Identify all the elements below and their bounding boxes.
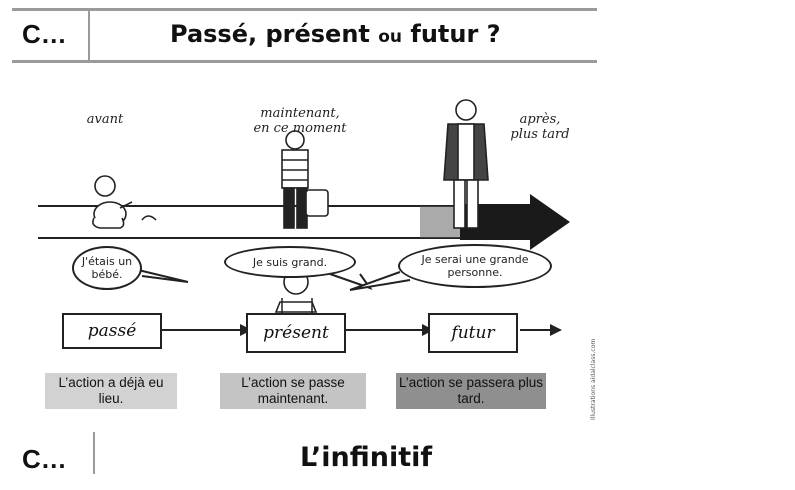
label-future-line1: après, bbox=[519, 112, 561, 127]
header-code: C… bbox=[22, 19, 67, 49]
timeline-box-future: futur bbox=[428, 313, 518, 353]
section-separator bbox=[93, 432, 95, 474]
label-past: avant bbox=[86, 112, 124, 127]
label-present-line2: en ce moment bbox=[253, 121, 347, 136]
label-present: maintenant, en ce moment bbox=[225, 106, 375, 136]
schoolboy-figure bbox=[281, 130, 329, 229]
baby-figure bbox=[92, 175, 157, 229]
label-future-line2: plus tard bbox=[510, 127, 570, 142]
timeline-box-past: passé bbox=[62, 313, 162, 349]
caption-present: L’action se passe maintenant. bbox=[220, 373, 366, 409]
section-title: L’infinitif bbox=[300, 442, 433, 473]
header-top-rule bbox=[12, 8, 597, 11]
title-part-1: Passé, présent bbox=[170, 20, 379, 48]
adult-figure bbox=[443, 99, 489, 229]
header-separator bbox=[88, 10, 90, 60]
section-code: C… bbox=[22, 444, 67, 474]
title-part-2: futur ? bbox=[402, 20, 501, 48]
speech-bubble-present: Je suis grand. bbox=[224, 246, 356, 278]
caption-future: L’action se passera plus tard. bbox=[396, 373, 546, 409]
speech-bubble-past: J'étais un bébé. bbox=[72, 246, 142, 290]
caption-past: L’action a déjà eu lieu. bbox=[45, 373, 177, 409]
label-future: après, plus tard bbox=[500, 112, 580, 142]
timeline-box-present: présent bbox=[246, 313, 346, 353]
timeline-illustration bbox=[38, 99, 570, 336]
illustration-credit: Illustrations aidalclass.com bbox=[590, 338, 597, 420]
speech-bubble-future: Je serai une grande personne. bbox=[398, 244, 552, 288]
label-present-line1: maintenant, bbox=[260, 106, 340, 121]
header-bottom-rule bbox=[12, 60, 597, 63]
title-connector: ou bbox=[378, 27, 403, 47]
page-title: Passé, présent ou futur ? bbox=[170, 20, 501, 48]
